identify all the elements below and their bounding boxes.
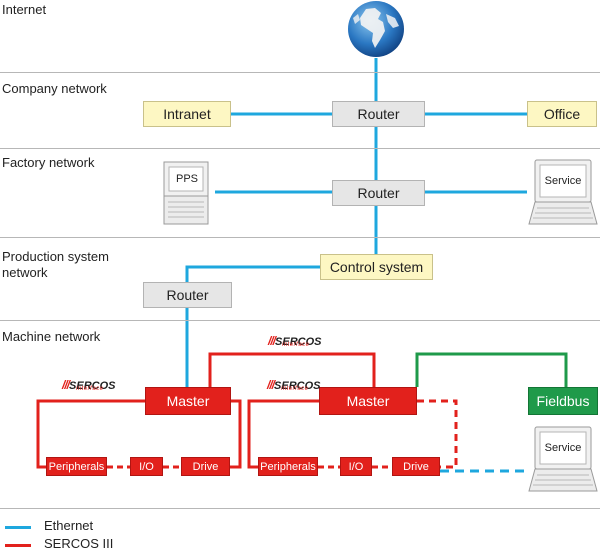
control-system-box: Control system bbox=[320, 254, 433, 280]
legend-sercos-swatch bbox=[5, 544, 31, 547]
legend-ethernet-swatch bbox=[5, 526, 31, 529]
peripherals-box-1: Peripherals bbox=[46, 457, 107, 476]
divider-factory bbox=[0, 237, 600, 238]
section-label-company: Company network bbox=[2, 81, 107, 96]
io-box-2: I/O bbox=[340, 457, 372, 476]
section-label-machine: Machine network bbox=[2, 329, 101, 344]
fieldbus-link bbox=[415, 352, 568, 387]
sercos-ring2-left bbox=[247, 399, 319, 469]
sercos-logo-top: ///SERCOS interface bbox=[268, 332, 338, 350]
sercos-logo-word: SERCOS bbox=[69, 380, 116, 392]
sercos-ring1-right bbox=[230, 399, 242, 469]
master-box-2: Master bbox=[319, 387, 417, 415]
ethernet-link-control-router bbox=[185, 265, 320, 282]
section-label-internet: Internet bbox=[2, 2, 47, 17]
drive-box-2: Drive bbox=[392, 457, 440, 476]
divider-internet bbox=[0, 72, 600, 73]
sercos-ring2-right bbox=[417, 399, 458, 469]
sercos-logo-sub: interface bbox=[76, 386, 104, 392]
sercos-bars-icon: /// bbox=[267, 378, 275, 392]
io-box-1: I/O bbox=[130, 457, 163, 476]
divider-production bbox=[0, 320, 600, 321]
peripherals-box-2: Peripherals bbox=[258, 457, 318, 476]
divider-company bbox=[0, 148, 600, 149]
divider-machine bbox=[0, 508, 600, 509]
router-factory-box: Router bbox=[332, 180, 425, 206]
sercos-logo-sub: interface bbox=[282, 342, 310, 348]
office-box: Office bbox=[527, 101, 597, 127]
legend-sercos-label: SERCOS III bbox=[44, 536, 114, 551]
legend-ethernet-label: Ethernet bbox=[44, 518, 94, 533]
router-company-box: Router bbox=[332, 101, 425, 127]
sercos-logo-word: SERCOS bbox=[275, 336, 322, 348]
service-top-label: Service bbox=[544, 175, 582, 187]
drive-box-1: Drive bbox=[181, 457, 230, 476]
sercos-ring1-left bbox=[36, 399, 145, 469]
sercos-logo-word: SERCOS bbox=[274, 380, 321, 392]
service-laptop-bottom-icon bbox=[528, 426, 598, 492]
sercos-link-master-master bbox=[208, 352, 376, 387]
pps-label: PPS bbox=[175, 173, 198, 185]
service-laptop-icon bbox=[528, 159, 598, 225]
sercos-logo-left: ///SERCOS interface bbox=[62, 376, 132, 394]
sercos-logo-sub: interface bbox=[281, 386, 309, 392]
sercos-bars-icon: /// bbox=[62, 378, 70, 392]
service-bottom-label: Service bbox=[544, 442, 582, 454]
router-production-box: Router bbox=[143, 282, 232, 308]
fieldbus-box: Fieldbus bbox=[528, 387, 598, 415]
sercos-logo-right: ///SERCOS interface bbox=[267, 376, 337, 394]
intranet-box: Intranet bbox=[143, 101, 231, 127]
sercos-bars-icon: /// bbox=[268, 334, 276, 348]
section-label-factory: Factory network bbox=[2, 155, 95, 170]
globe-icon bbox=[348, 1, 404, 57]
pps-computer-icon bbox=[163, 161, 209, 225]
section-label-production: Production system network bbox=[2, 249, 109, 280]
master-box-1: Master bbox=[145, 387, 231, 415]
